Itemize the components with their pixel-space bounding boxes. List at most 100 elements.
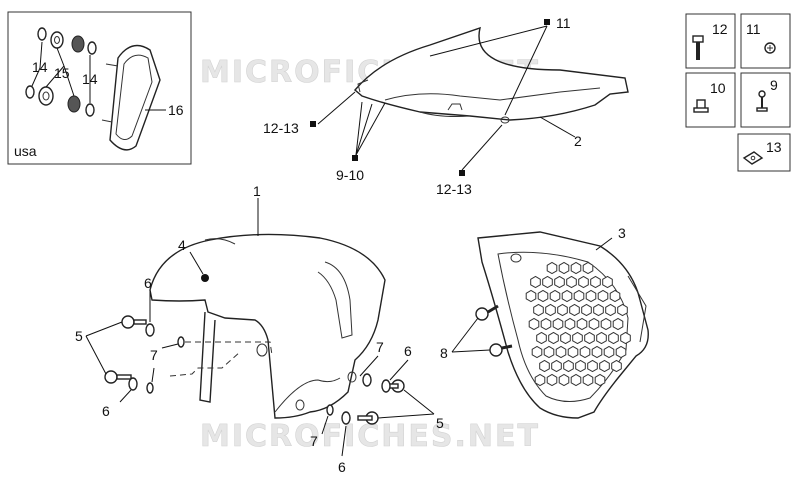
hardware-legend: 12 11 10 9 [685,13,791,172]
mesh-cell [608,331,619,345]
mesh-cell [549,289,561,303]
callout-6-bottom: 6 [338,459,346,475]
watermark-bottom: MICROFICHES.NET [200,419,540,454]
inset-region-label: usa [14,143,37,159]
svg-text:11: 11 [746,21,761,37]
mesh-cell [591,345,603,359]
callout-12-13-right: 12-13 [436,181,472,197]
mesh-cell [564,317,576,331]
mesh-cell [546,373,558,387]
callout-9-10: 9-10 [336,167,364,183]
grille-mesh [525,261,631,387]
clip-nut-icon [742,151,764,165]
mesh-cell [593,303,604,317]
svg-text:12: 12 [712,21,728,37]
mesh-cell [542,275,553,289]
mesh-cell [581,303,592,317]
callout-7-left: 7 [150,347,158,363]
callout-7-bottom: 7 [310,433,318,449]
mesh-cell [566,275,577,289]
screw-head-icon [764,42,776,54]
mesh-cell [572,331,583,345]
callout-5-right: 5 [436,415,444,431]
mesh-cell [603,345,615,359]
svg-text:13: 13 [766,139,782,155]
part-3-grille [477,231,649,419]
mesh-cell [545,303,556,317]
mesh-cell [563,359,574,373]
mesh-cell [543,345,555,359]
svg-text:9: 9 [770,77,778,93]
mesh-cell [605,303,616,317]
clip-screw-icon [756,90,768,112]
mesh-cell [576,317,588,331]
mesh-cell [617,303,628,317]
callout-5-left: 5 [75,328,83,344]
mesh-cell [548,331,559,345]
inset-callout-15: 15 [54,65,70,81]
mesh-cell [582,261,594,275]
mesh-cell [570,261,582,275]
mesh-cell [611,359,622,373]
mesh-cell [557,303,568,317]
mesh-cell [588,317,600,331]
legend-item-10: 10 [685,72,736,128]
mesh-cell [573,289,585,303]
mesh-cell [558,373,570,387]
inset-callout-14-right: 14 [82,71,98,87]
mesh-cell [600,317,612,331]
svg-text:10: 10 [710,80,726,96]
mesh-cell [620,331,631,345]
mesh-cell [609,289,621,303]
mesh-cell [585,289,597,303]
mesh-cell [569,303,580,317]
part-2-panel [354,26,629,124]
mesh-cell [578,275,589,289]
mesh-cell [599,359,610,373]
usa-inset: 14 15 14 16 usa [7,11,192,165]
mesh-cell [528,317,540,331]
legend-item-11: 11 [740,13,791,69]
mesh-cell [561,289,573,303]
mesh-cell [551,359,562,373]
grille-screws [475,304,513,357]
mesh-cell [558,261,570,275]
fender-washers [128,323,391,425]
callout-6-left: 6 [102,403,110,419]
mesh-cell [534,373,546,387]
mesh-cell [531,345,543,359]
mesh-cell [602,275,613,289]
mesh-cell [555,345,567,359]
mesh-cell [560,331,571,345]
mesh-cell [596,331,607,345]
inset-spacers [25,27,97,117]
mesh-cell [552,317,564,331]
mesh-cell [587,359,598,373]
mesh-cell [539,359,550,373]
callout-8: 8 [440,345,448,361]
legend-item-9: 9 [740,72,791,128]
screw-icon [692,35,704,60]
mesh-cell [525,289,537,303]
reflector-part [101,44,161,151]
mesh-cell [615,345,627,359]
callout-12-13-left: 12-13 [263,120,299,136]
callout-3: 3 [618,225,626,241]
mesh-cell [567,345,579,359]
mesh-cell [536,331,547,345]
mesh-cell [540,317,552,331]
legend-item-13: 13 [737,133,791,172]
legend-item-12: 12 [685,13,736,69]
callout-2: 2 [574,133,582,149]
inset-callout-14-left: 14 [32,59,48,75]
callout-4: 4 [178,237,186,253]
mesh-cell [612,317,624,331]
callout-1: 1 [253,183,261,199]
mesh-cell [570,373,582,387]
mesh-cell [579,345,591,359]
callout-6-top: 6 [144,275,152,291]
callout-7-right: 7 [376,339,384,355]
part-1-front-fender [149,233,386,419]
callout-11: 11 [556,15,571,31]
